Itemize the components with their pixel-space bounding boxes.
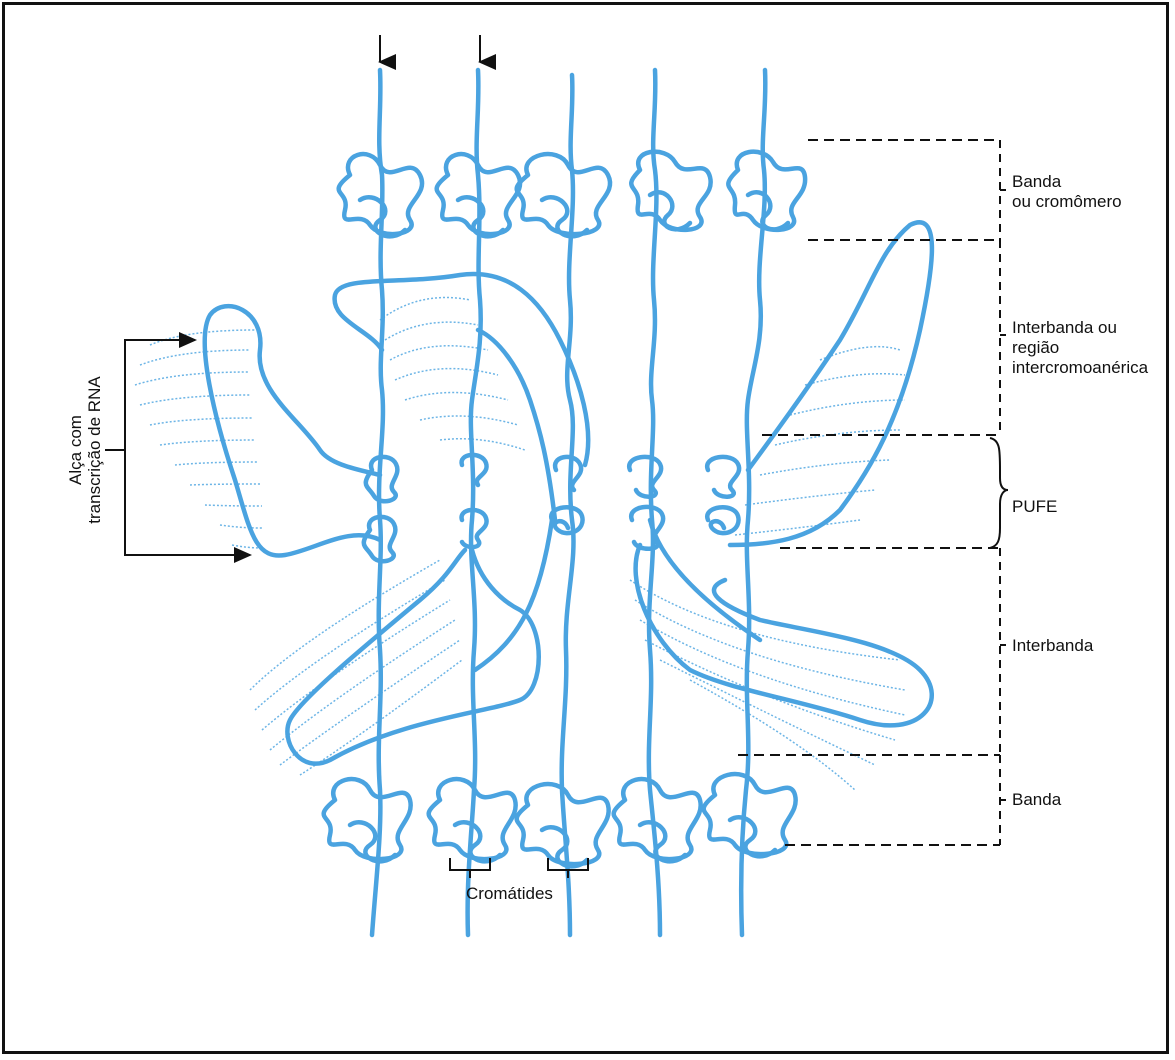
top-arrows xyxy=(380,35,480,62)
label-cromatides: Cromátides xyxy=(466,884,553,904)
label-interbanda-top: Interbanda ou região intercromoanérica xyxy=(1012,318,1148,378)
transcript-right-upper xyxy=(735,347,905,535)
loop-left xyxy=(205,306,380,555)
label-banda-bottom: Banda xyxy=(1012,790,1061,810)
transcript-right-lower xyxy=(630,580,905,790)
transcript-upper-center xyxy=(380,298,525,451)
band-bottom-coils xyxy=(324,774,796,866)
chromatid-4 xyxy=(649,70,660,935)
transcript-left-loop xyxy=(135,330,262,548)
chromatid-strands xyxy=(205,70,932,935)
label-banda-top: Banda ou cromômero xyxy=(1012,172,1122,212)
loop-bracket xyxy=(105,340,250,555)
region-markers xyxy=(738,140,1008,845)
rna-transcripts xyxy=(135,298,905,791)
loop-right-lower-2 xyxy=(650,520,760,640)
label-interbanda: Interbanda xyxy=(1012,636,1093,656)
pufe-brace xyxy=(990,438,1008,548)
label-pufe: PUFE xyxy=(1012,497,1057,517)
label-rna-loop: Alça com transcrição de RNA xyxy=(66,362,106,538)
